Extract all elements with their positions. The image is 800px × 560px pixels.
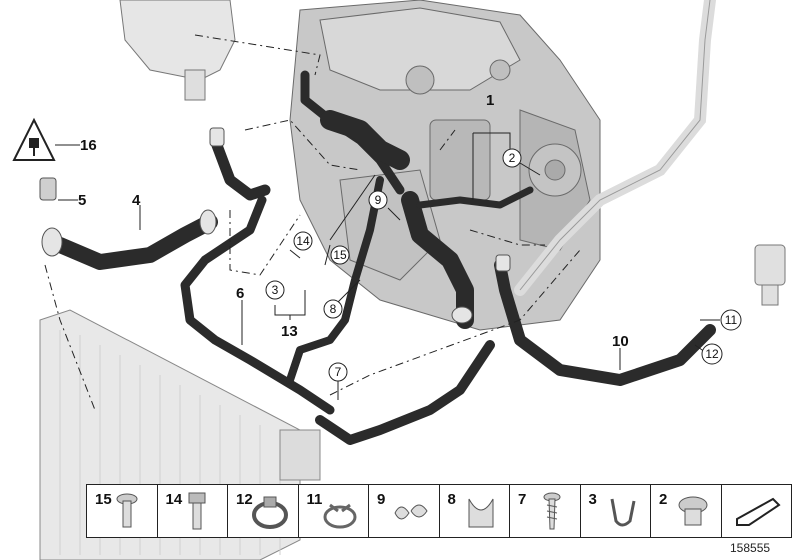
hose-center (320, 110, 410, 170)
double-clip-icon (394, 504, 428, 520)
legend-cell-8: 8 (440, 485, 510, 537)
svg-text:6: 6 (236, 285, 244, 302)
legend-label: 8 (447, 491, 456, 508)
callout-2: 2 (502, 148, 522, 168)
svg-text:11: 11 (725, 313, 738, 327)
hose-upper-left (209, 134, 271, 201)
screw-icon (543, 492, 560, 530)
hose-bottom (315, 340, 495, 445)
svg-text:8: 8 (330, 302, 337, 316)
legend-cell-9: 9 (369, 485, 440, 537)
hex-bolt-icon (188, 492, 206, 530)
legend-label: 12 (236, 491, 253, 508)
legend-cell-3: 3 (581, 485, 651, 537)
callout-16: 16 (80, 137, 97, 154)
callout-4: 4 (132, 192, 141, 209)
bracket-clip-icon (610, 498, 636, 527)
callout-5: 5 (78, 192, 86, 209)
hose-4 (52, 214, 218, 270)
bolt-icon (116, 493, 137, 528)
coolant-hoses (52, 70, 716, 445)
legend-cell-2: 2 (651, 485, 722, 537)
reference-lines (44, 34, 581, 411)
arrow-symbol-icon (736, 497, 781, 526)
callout-15: 15 (330, 245, 350, 265)
legend-label: 11 (306, 491, 323, 508)
legend-label: 7 (518, 491, 527, 508)
parts-legend: 15 14 12 11 9 8 (86, 484, 792, 538)
hose-1 (416, 186, 534, 209)
callout-13: 13 (281, 323, 298, 340)
warning-symbol (12, 117, 56, 161)
callout-3: 3 (265, 280, 285, 300)
callout-11: 11 (720, 309, 742, 331)
legend-cell-7: 7 (510, 485, 581, 537)
svg-text:2: 2 (509, 151, 516, 165)
svg-text:7: 7 (335, 365, 342, 379)
callout-10: 10 (612, 333, 629, 350)
svg-text:5: 5 (78, 192, 86, 209)
legend-label: 9 (377, 491, 386, 508)
hose-10 (494, 259, 716, 386)
legend-label: 14 (165, 491, 183, 508)
hose-clamp-icon (251, 496, 288, 529)
svg-text:15: 15 (333, 248, 347, 262)
svg-text:4: 4 (132, 192, 141, 209)
reference-number: 158555 (730, 541, 771, 555)
svg-text:13: 13 (281, 323, 298, 340)
legend-cell-15: 15 (87, 485, 158, 537)
hose-fittings (39, 127, 511, 324)
callout-7: 7 (328, 362, 348, 382)
expansion-tank (119, 0, 236, 101)
hose-9 (401, 191, 474, 329)
svg-text:1: 1 (486, 92, 494, 109)
callout-14: 14 (293, 231, 313, 251)
hose-8 (286, 176, 384, 384)
legend-label: 2 (659, 491, 668, 508)
callout-8: 8 (323, 299, 343, 319)
callout-1: 1 (486, 92, 494, 109)
svg-text:16: 16 (80, 137, 97, 154)
spring-clamp-icon (323, 503, 357, 529)
legend-cell-12: 12 (228, 485, 299, 537)
legend-label: 3 (588, 491, 597, 508)
callout-6: 6 (236, 285, 244, 302)
plug-screw-icon (678, 496, 707, 526)
callout-9: 9 (368, 190, 388, 210)
svg-text:12: 12 (705, 347, 719, 361)
clip-icon (468, 498, 494, 528)
legend-cell-11: 11 (299, 485, 369, 537)
auxiliary-pump (754, 244, 786, 306)
svg-text:3: 3 (272, 283, 279, 297)
svg-text:14: 14 (296, 234, 310, 248)
legend-cell-14: 14 (158, 485, 228, 537)
svg-text:9: 9 (375, 193, 382, 207)
hose-6 (180, 195, 335, 415)
leader-lines (55, 132, 720, 400)
callout-12: 12 (701, 343, 723, 365)
legend-label: 15 (95, 491, 112, 508)
svg-text:10: 10 (612, 333, 629, 350)
legend-cell-arrow (722, 485, 792, 537)
